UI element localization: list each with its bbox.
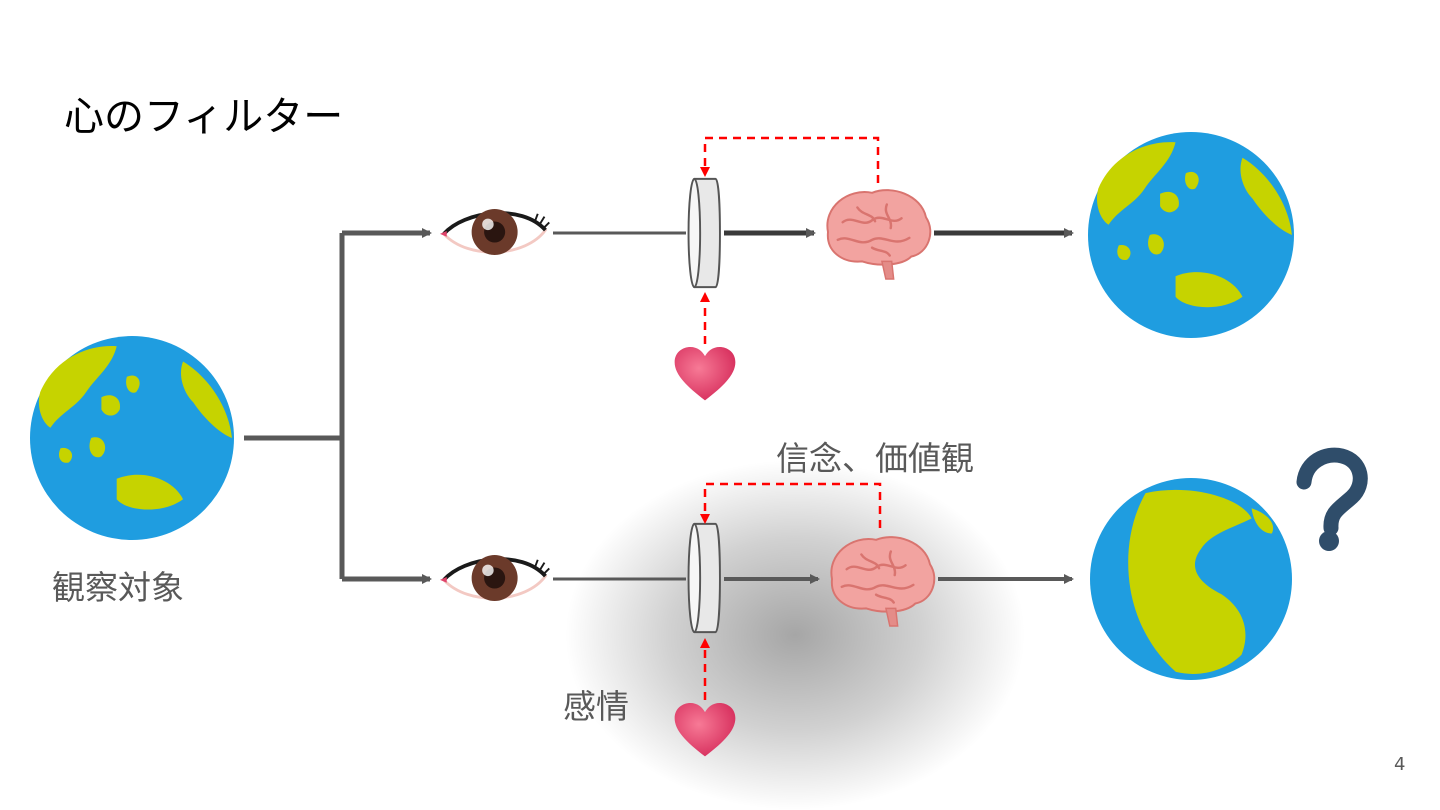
earth-globe-icon [1088, 132, 1294, 338]
eye-icon [440, 553, 552, 603]
question-mark-icon [1296, 447, 1368, 551]
emotion-label: 感情 [563, 687, 629, 726]
observed-object-label: 観察対象 [52, 568, 184, 607]
emotion-blur-shadow [565, 460, 1025, 810]
heart-icon [674, 346, 736, 401]
beliefs-feedback-arrow [700, 136, 880, 183]
beliefs-feedback-arrow [700, 482, 882, 528]
beliefs-values-label: 信念、価値観 [776, 439, 974, 478]
brain-icon [826, 188, 932, 281]
page-number: 4 [1394, 754, 1406, 775]
earth-globe-icon [1090, 478, 1292, 680]
top-row [440, 132, 1294, 401]
branch-connector [244, 228, 432, 584]
slide-title: 心のフィルター [64, 94, 344, 140]
filter-lens-icon [687, 522, 721, 634]
earth-globe-icon [30, 336, 234, 540]
eye-icon [440, 207, 552, 257]
bottom-row [440, 478, 1292, 757]
filter-lens-icon [687, 177, 721, 289]
